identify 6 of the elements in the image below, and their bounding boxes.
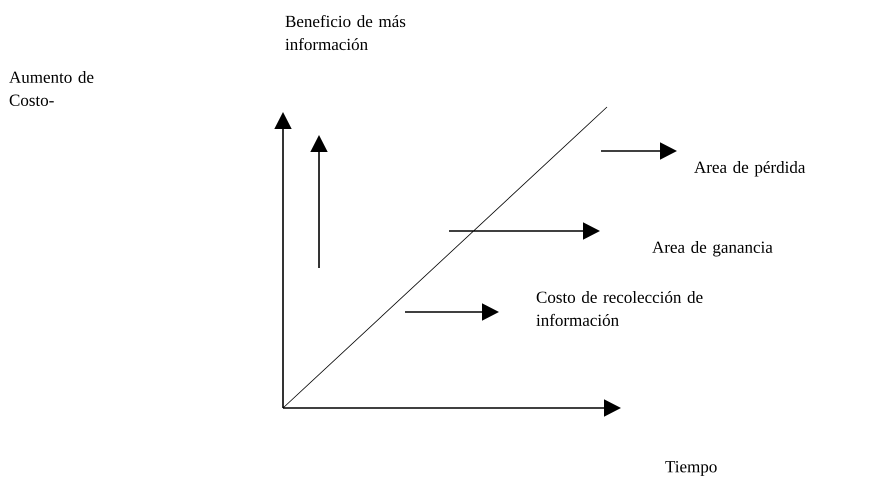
axis-label: Area de pérdida <box>694 161 806 176</box>
axis-label: Tiempo <box>665 461 717 476</box>
axis-label: Costo de recolección de información <box>536 291 703 326</box>
axis-label: Area de ganancia <box>652 241 773 256</box>
axis-label: Aumento de Costo- <box>9 71 94 106</box>
axis-label: Beneficio de más información <box>285 15 406 50</box>
